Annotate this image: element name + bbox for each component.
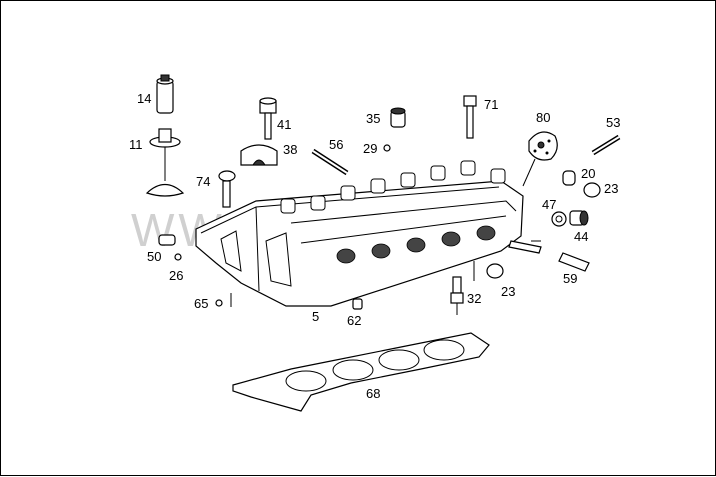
part-38-bearing-cap	[240, 144, 278, 166]
label-74: 74	[196, 174, 210, 189]
label-35: 35	[366, 111, 380, 126]
label-5: 5	[312, 309, 319, 324]
part-44-sleeve	[569, 210, 589, 226]
part-29-ring	[383, 144, 391, 152]
label-50: 50	[147, 249, 161, 264]
label-44: 44	[574, 229, 588, 244]
label-20: 20	[581, 166, 595, 181]
label-71: 71	[484, 97, 498, 112]
label-29: 29	[363, 141, 377, 156]
part-47-seal-ring	[551, 211, 567, 227]
label-68: 68	[366, 386, 380, 401]
label-23: 23	[604, 181, 618, 196]
part-11-valve	[145, 128, 185, 197]
label-65: 65	[194, 296, 208, 311]
label-32: 32	[467, 291, 481, 306]
label-56: 56	[329, 137, 343, 152]
label-47: 47	[542, 197, 556, 212]
part-71-bolt	[463, 95, 477, 139]
part-74-bolt	[218, 170, 236, 208]
part-41-bolt	[259, 97, 277, 140]
part-68-head-gasket	[232, 332, 490, 412]
label-80: 80	[536, 110, 550, 125]
part-23-plug-lower	[486, 263, 504, 279]
part-35-plug	[390, 107, 406, 128]
part-80-plate	[528, 131, 558, 161]
label-53: 53	[606, 115, 620, 130]
part-14-lifter	[156, 74, 174, 114]
label-26: 26	[169, 268, 183, 283]
label-11: 11	[129, 137, 143, 152]
label-38: 38	[283, 142, 297, 157]
part-20-plug	[562, 170, 576, 186]
label-62: 62	[347, 313, 361, 328]
part-65-ring	[215, 299, 223, 307]
part-56-stud	[311, 148, 349, 176]
part-53-stud	[591, 134, 621, 156]
part-23-plug-upper	[583, 182, 601, 198]
label-59: 59	[563, 271, 577, 286]
part-5-cylinder-head	[195, 160, 542, 307]
label-41: 41	[277, 117, 291, 132]
part-26-ring	[174, 253, 182, 261]
leader-lines	[230, 158, 541, 307]
part-50-dowel-pin	[158, 234, 176, 246]
part-59-dowel	[558, 252, 590, 272]
part-62-sleeve	[352, 298, 363, 310]
label-23-lower: 23	[501, 284, 515, 299]
part-32-spark-plug	[450, 276, 464, 315]
label-14: 14	[137, 91, 151, 106]
